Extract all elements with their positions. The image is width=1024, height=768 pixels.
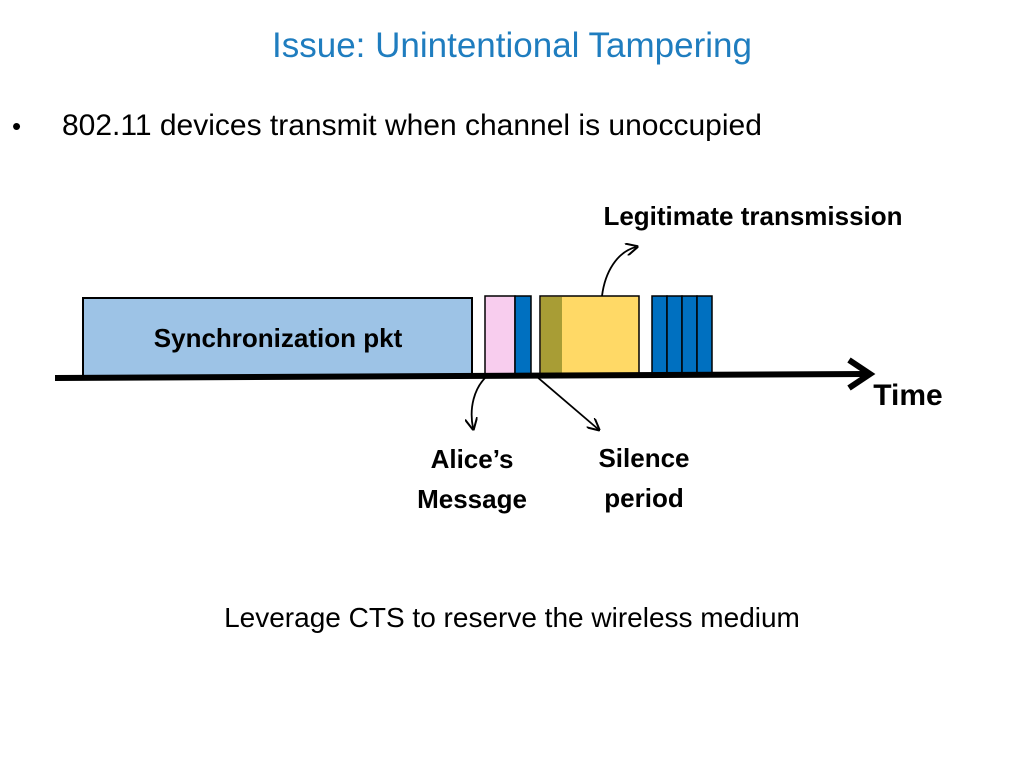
silence-period-label-line1: Silence	[598, 443, 689, 473]
data-slot-block	[696, 295, 713, 377]
silence-period-label-line2: period	[604, 483, 683, 513]
sync-packet-block	[82, 297, 473, 377]
bullet-point-icon: •	[12, 111, 22, 141]
alice-message-arrow	[472, 375, 488, 428]
data-slot-block	[666, 295, 683, 377]
overlap-region	[541, 297, 562, 375]
data-slot-block	[651, 295, 668, 377]
silence-period-arrow	[535, 375, 598, 429]
legitimate-transmission-label: Legitimate transmission	[603, 201, 902, 231]
bullet-text: 802.11 devices transmit when channel is …	[62, 109, 762, 142]
alice-message-label-line2: Message	[417, 484, 527, 514]
alice-message-label-line1: Alice’s	[431, 444, 514, 474]
bottom-note: Leverage CTS to reserve the wireless med…	[224, 602, 800, 633]
data-slot-block	[681, 295, 698, 377]
sync-packet-label: Synchronization pkt	[154, 323, 403, 353]
legitimate-transmission-arrow	[601, 247, 636, 297]
alice-message-block	[484, 295, 516, 377]
data-slot-block	[514, 295, 532, 377]
time-axis-arrowhead-icon	[847, 357, 876, 391]
time-axis	[54, 371, 867, 381]
bullet-item: • 802.11 devices transmit when channel i…	[12, 104, 762, 148]
slide-title: Issue: Unintentional Tampering	[272, 26, 752, 65]
time-label: Time	[873, 379, 942, 412]
